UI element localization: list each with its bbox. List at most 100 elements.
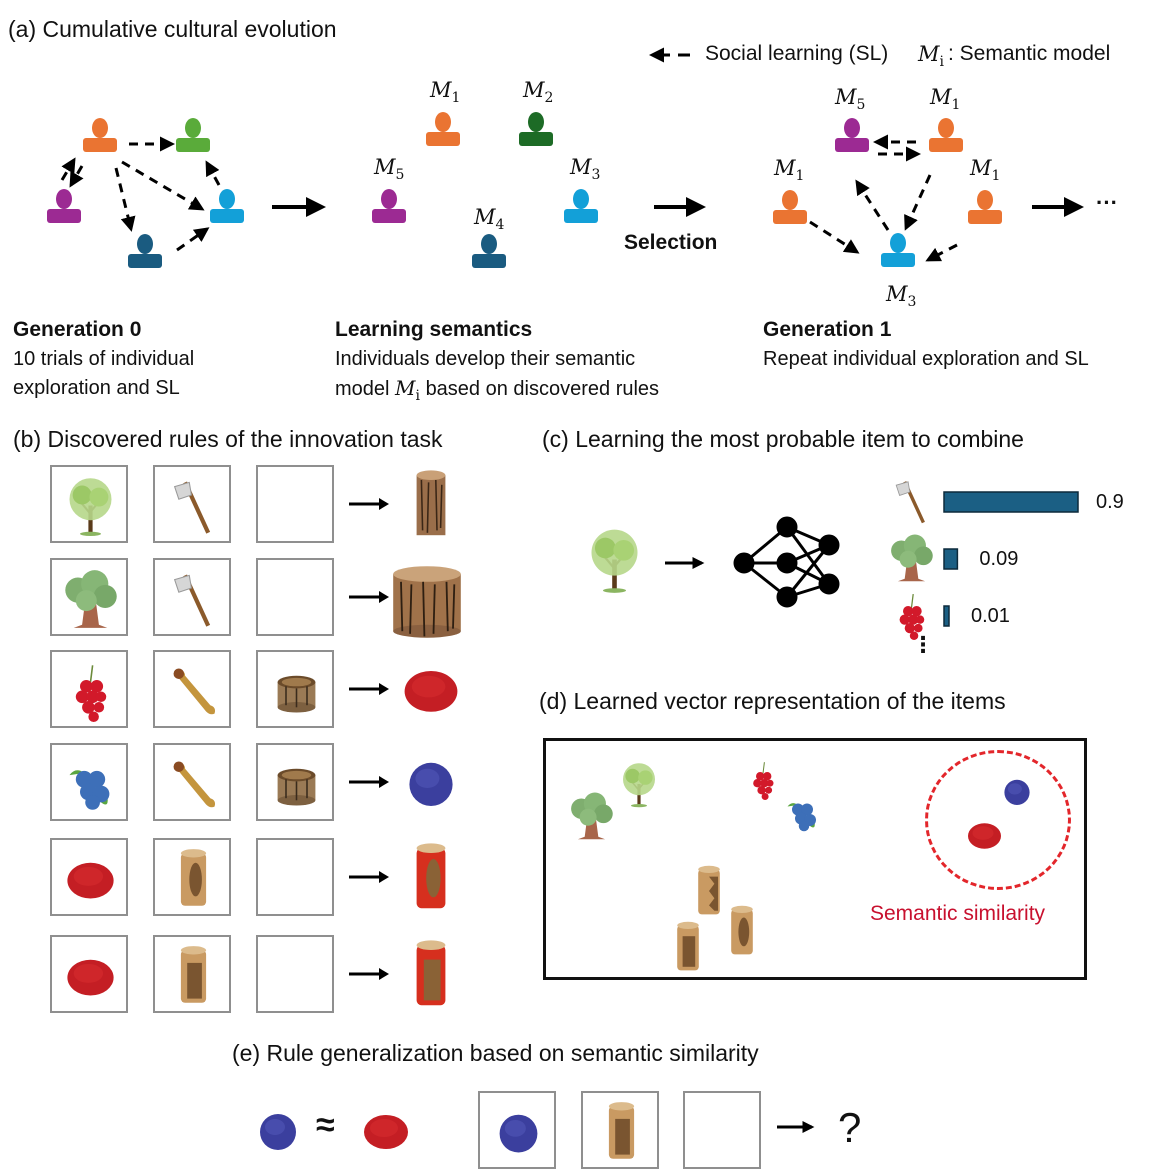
similarity-label: Semantic similarity	[870, 902, 1046, 925]
model-label-m1-gen1-left: M1	[774, 156, 805, 185]
bone-icon	[162, 659, 225, 727]
neural-network-icon	[733, 516, 840, 608]
embedded-wood-cylinder-rect-icon	[661, 920, 715, 979]
large-tree-icon	[59, 567, 122, 635]
model-label-m1: M1	[430, 78, 461, 107]
empty-slot	[256, 838, 334, 916]
step-heading-learning: Learning semantics	[335, 318, 533, 341]
sl-arrow	[114, 167, 136, 232]
agent-purple	[47, 189, 81, 225]
sl-arrow	[60, 157, 76, 181]
item-slot-stone-axe	[153, 558, 231, 636]
step-heading-gen0: Generation 0	[13, 318, 142, 341]
item-slot-wood-cylinder-rect	[153, 935, 231, 1013]
red-pigment-output-icon	[395, 653, 467, 730]
agent-cyan-m3	[564, 189, 598, 225]
item-slot-wood-cylinder-oval	[153, 838, 231, 916]
red-pigment-icon	[59, 944, 122, 1012]
embedded-blue-pigment-icon	[996, 770, 1038, 817]
item-slot-large-tree	[50, 558, 128, 636]
wooden-bowl-icon	[265, 752, 328, 820]
item-slot-wooden-bowl	[256, 650, 334, 728]
item-slot-bone	[153, 743, 231, 821]
item-slot-small-tree	[50, 465, 128, 543]
item-slot-blue-pigment	[478, 1091, 556, 1169]
probability-bar-red-berries	[943, 605, 950, 627]
step-heading-gen1: Generation 1	[763, 318, 892, 341]
legend-model-label: : Semantic model	[948, 42, 1111, 65]
red-cylinder-oval-output-icon	[395, 841, 467, 918]
model-label-m2: M2	[523, 78, 554, 107]
panel-d-title: (d) Learned vector representation of the…	[539, 688, 1006, 714]
model-label-m5: M5	[374, 155, 405, 184]
legend-model-symbol: Mi	[918, 42, 944, 70]
model-label-m5-gen1: M5	[835, 85, 866, 114]
agent-darkblue-m4	[472, 234, 506, 270]
embedded-red-pigment-icon	[962, 812, 1007, 862]
input-item-small-tree-icon	[580, 525, 649, 599]
item-slot-wooden-bowl	[256, 743, 334, 821]
agent-orange	[83, 118, 117, 154]
agent-orange-gen1-top	[929, 118, 963, 154]
probability-label: 0.01	[971, 605, 1010, 627]
embedded-small-tree-icon	[615, 760, 663, 813]
agent-darkblue	[128, 234, 162, 270]
rule-arrow	[349, 494, 391, 519]
step-text-gen0-line2: exploration and SL	[13, 377, 180, 399]
empty-slot	[256, 465, 334, 543]
model-label-m1-gen1-right: M1	[970, 156, 1001, 185]
bone-icon	[162, 752, 225, 820]
step-text-gen0-line1: 10 trials of individual	[13, 348, 195, 370]
legend-sl-label: Social learning (SL)	[705, 42, 889, 65]
embedded-red-berries-icon	[742, 758, 784, 805]
blue-pigment-output-icon	[395, 746, 467, 823]
thick-log-output-icon	[388, 561, 466, 644]
approx-symbol: ≈	[316, 1106, 335, 1144]
embedding-space-box	[543, 738, 1087, 980]
more-items-ellipsis: ⋮	[912, 632, 934, 657]
panel-a-title: (a) Cumulative cultural evolution	[8, 16, 337, 42]
item-slot-wood-cylinder-rect	[581, 1091, 659, 1169]
red-pigment-icon	[59, 847, 122, 915]
sl-arrow	[904, 174, 932, 231]
item-slot-red-pigment	[50, 935, 128, 1013]
agent-cyan	[210, 189, 244, 225]
ellipsis: ···	[1096, 190, 1118, 215]
large-tree-icon	[886, 532, 937, 588]
rule-arrow	[349, 587, 391, 612]
stone-axe-icon	[886, 475, 937, 531]
stone-axe-icon	[162, 474, 225, 542]
empty-slot	[683, 1091, 761, 1169]
blueberries-icon	[59, 752, 122, 820]
agent-darkgreen-m2	[519, 112, 553, 148]
item-slot-blueberries	[50, 743, 128, 821]
rule-arrow	[349, 679, 391, 704]
sl-arrow	[69, 165, 84, 188]
step-text-learning-line1: Individuals develop their semantic	[335, 348, 636, 370]
blue-pigment-icon	[487, 1100, 550, 1168]
item-slot-stone-axe	[153, 465, 231, 543]
probability-label: 0.09	[979, 548, 1019, 570]
model-label-m4: M4	[474, 205, 505, 234]
agent-cyan-gen1	[881, 233, 915, 269]
rule-arrow	[349, 964, 391, 989]
probability-label: 0.9	[1096, 491, 1124, 513]
wood-cylinder-oval-icon	[162, 847, 225, 915]
small-tree-icon	[59, 474, 122, 542]
red-cylinder-rect-output-icon	[395, 938, 467, 1015]
probability-bar-large-tree	[943, 548, 959, 570]
agent-orange-gen1-left	[773, 190, 807, 226]
embedded-large-tree-icon	[566, 790, 617, 846]
embedded-wood-cylinder-zigzag-icon	[682, 864, 736, 923]
unknown-result: ?	[838, 1104, 862, 1151]
panel-c-graphics	[665, 491, 1079, 627]
probability-bar-stone-axe	[943, 491, 1079, 513]
embedded-blueberries-icon	[780, 790, 825, 840]
wood-cylinder-rect-icon	[590, 1100, 653, 1168]
sl-arrow	[925, 243, 958, 262]
agent-orange-m1	[426, 112, 460, 148]
model-symbol: M	[918, 42, 940, 66]
blue-pigment-icon	[248, 1100, 308, 1165]
item-slot-red-pigment	[50, 838, 128, 916]
selection-label: Selection	[624, 231, 718, 254]
